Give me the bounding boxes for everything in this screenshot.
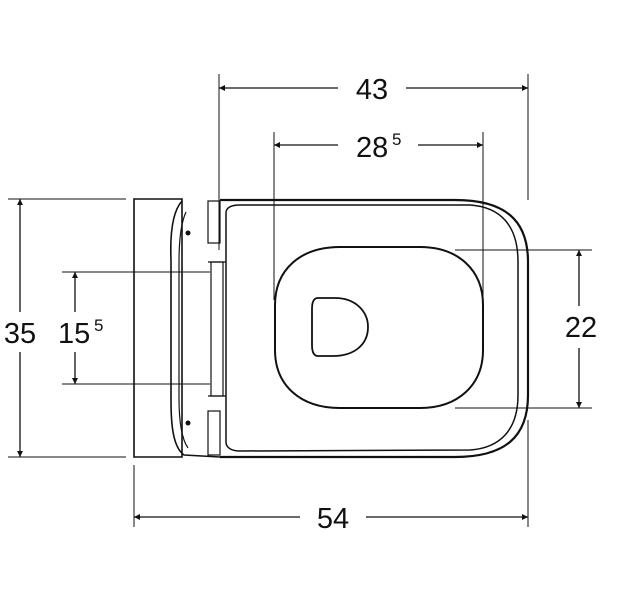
hinge-bottom: [207, 410, 221, 456]
dimension-54-label: 54: [317, 503, 349, 535]
dimension-28-5-label: 28: [356, 132, 388, 164]
dimension-35-label: 35: [4, 318, 36, 350]
dimension-35: 35: [4, 199, 36, 457]
dimension-22-label: 22: [565, 312, 597, 344]
dimension-28-5-superscript: 5: [392, 130, 401, 149]
back-profile: [169, 200, 221, 458]
bowl-opening: [274, 246, 484, 409]
flush-outlet: [311, 297, 369, 357]
dimension-43-label: 43: [356, 74, 388, 106]
back-profile-inner: [178, 211, 189, 449]
bowl-outer: [220, 198, 530, 459]
extension-lines: [8, 74, 592, 527]
dimension-22: 22: [565, 250, 597, 408]
dimension-15-5: 15 5: [58, 272, 103, 384]
seat-bracket: [210, 261, 224, 397]
dimension-54: 54: [134, 503, 528, 535]
dimension-15-5-label: 15: [58, 318, 90, 350]
bolt-hole-bottom: [185, 420, 191, 426]
dimension-15-5-superscript: 5: [94, 316, 103, 335]
seat-contour: [225, 204, 519, 452]
bolt-hole-top: [185, 230, 191, 236]
toilet-outline: [133, 198, 530, 459]
hinge-top: [207, 200, 221, 244]
dimension-28-5: 28 5: [274, 130, 483, 164]
dimension-43: 43: [219, 74, 528, 106]
wall-plate: [133, 198, 183, 458]
